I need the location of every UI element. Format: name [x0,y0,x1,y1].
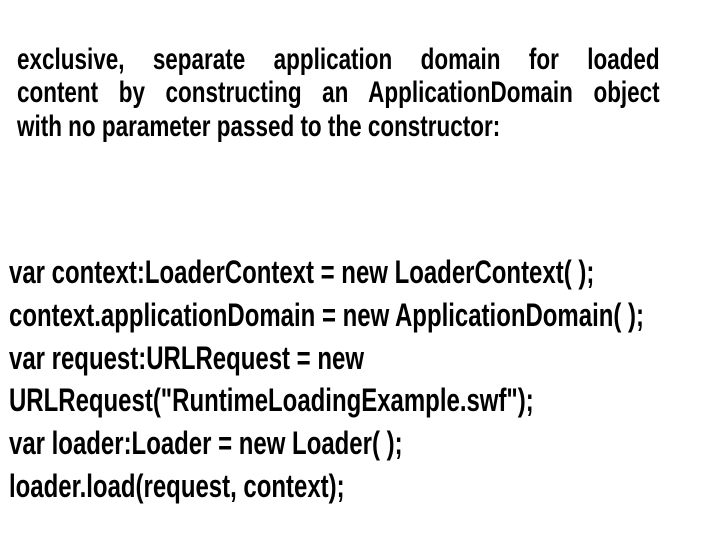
intro-paragraph: exclusive, separate application domain f… [17,43,660,143]
code-line-1: var context:LoaderContext = new LoaderCo… [9,254,595,290]
code-line-3: var request:URLRequest = new [9,339,364,376]
code-line-5: var loader:Loader = new Loader( ); [9,425,403,462]
code-listing: var context:LoaderContext = new LoaderCo… [9,251,698,508]
code-line-4: URLRequest("RuntimeLoadingExample.swf"); [9,382,534,419]
code-line-2: context.applicationDomain = new Applicat… [9,296,644,333]
paragraph-line-3: with no parameter passed to the construc… [17,109,501,143]
paragraph-line-1: exclusive, separate application domain f… [17,43,660,76]
code-line-6: loader.load(request, context); [9,467,345,504]
paragraph-line-2: content by constructing an ApplicationDo… [17,76,660,110]
